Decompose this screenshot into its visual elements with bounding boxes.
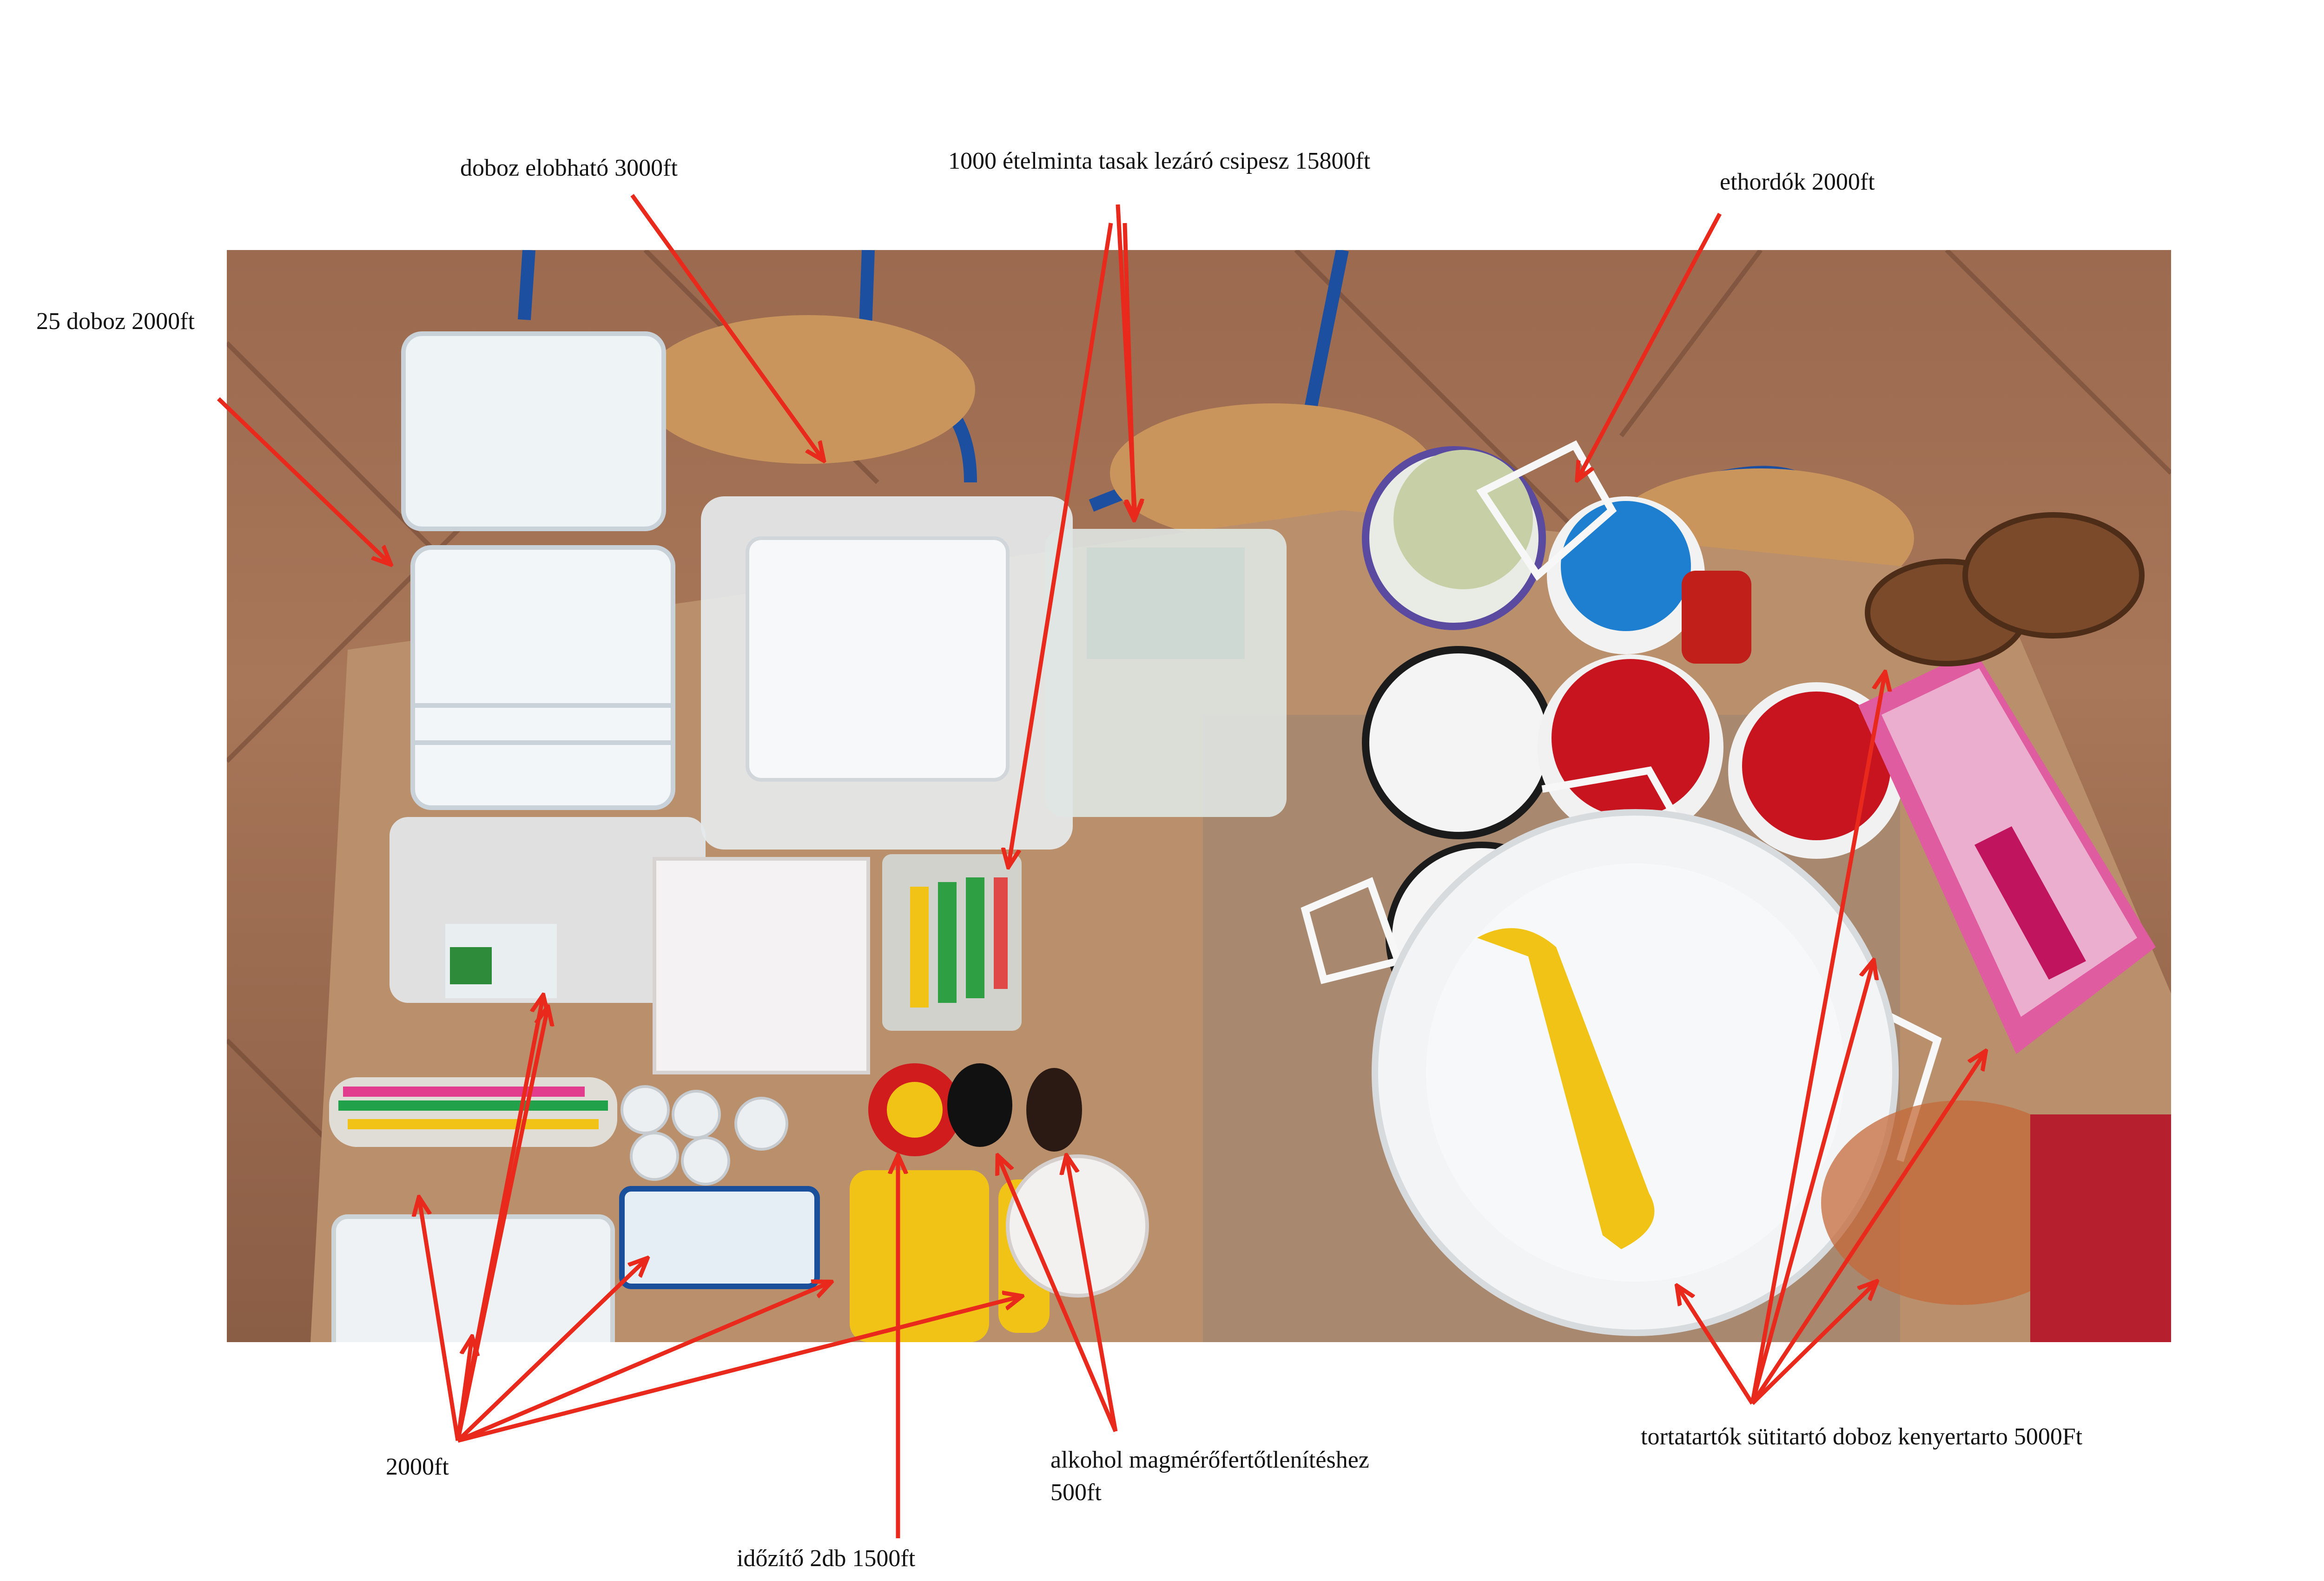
salt-bag [619,1186,820,1289]
label-misc-2000: 2000ft [386,1454,449,1480]
kitchen-timers [868,1063,1082,1156]
striped-towel [2030,1114,2171,1342]
label-sample-bags: 1000 ételminta tasak lezáró csipesz 1580… [948,148,1371,174]
label-timer: időzítő 2db 1500ft [737,1545,916,1572]
pink-carrier [1858,650,2156,1054]
label-lunchboxes: ethordók 2000ft [1720,169,1875,195]
label-alcohol-line1: alkohol magmérőfertőtlenítéshez [1050,1447,1369,1473]
colored-spoons [329,1077,617,1147]
napkins [653,857,870,1074]
chair-seat [1110,403,1435,543]
sample-bags-bundle [1045,529,1287,817]
cutlery-bags [390,817,706,1003]
label-alcohol-line2: 500ft [1050,1479,1102,1506]
label-cake-carriers: tortatartók sütitartó doboz kenyertarto … [1641,1423,2083,1450]
bag-clips [882,854,1022,1031]
photo-scene [227,250,2171,1342]
chair-seat [640,315,975,464]
cake-carrier [1372,809,1899,1336]
product-photo [227,250,2171,1342]
arrow-misc-2 [456,1338,472,1441]
bagged-boxes [701,496,1073,850]
plastic-box-stack [401,331,675,810]
clear-box [331,1214,615,1342]
tea-lights [621,1085,788,1186]
label-boxes-25: 25 doboz 2000ft [36,308,195,335]
label-box-oven: doboz elobható 3000ft [460,155,678,181]
wicker-baskets [1865,512,2145,666]
muffin-cups [1006,1154,1149,1298]
